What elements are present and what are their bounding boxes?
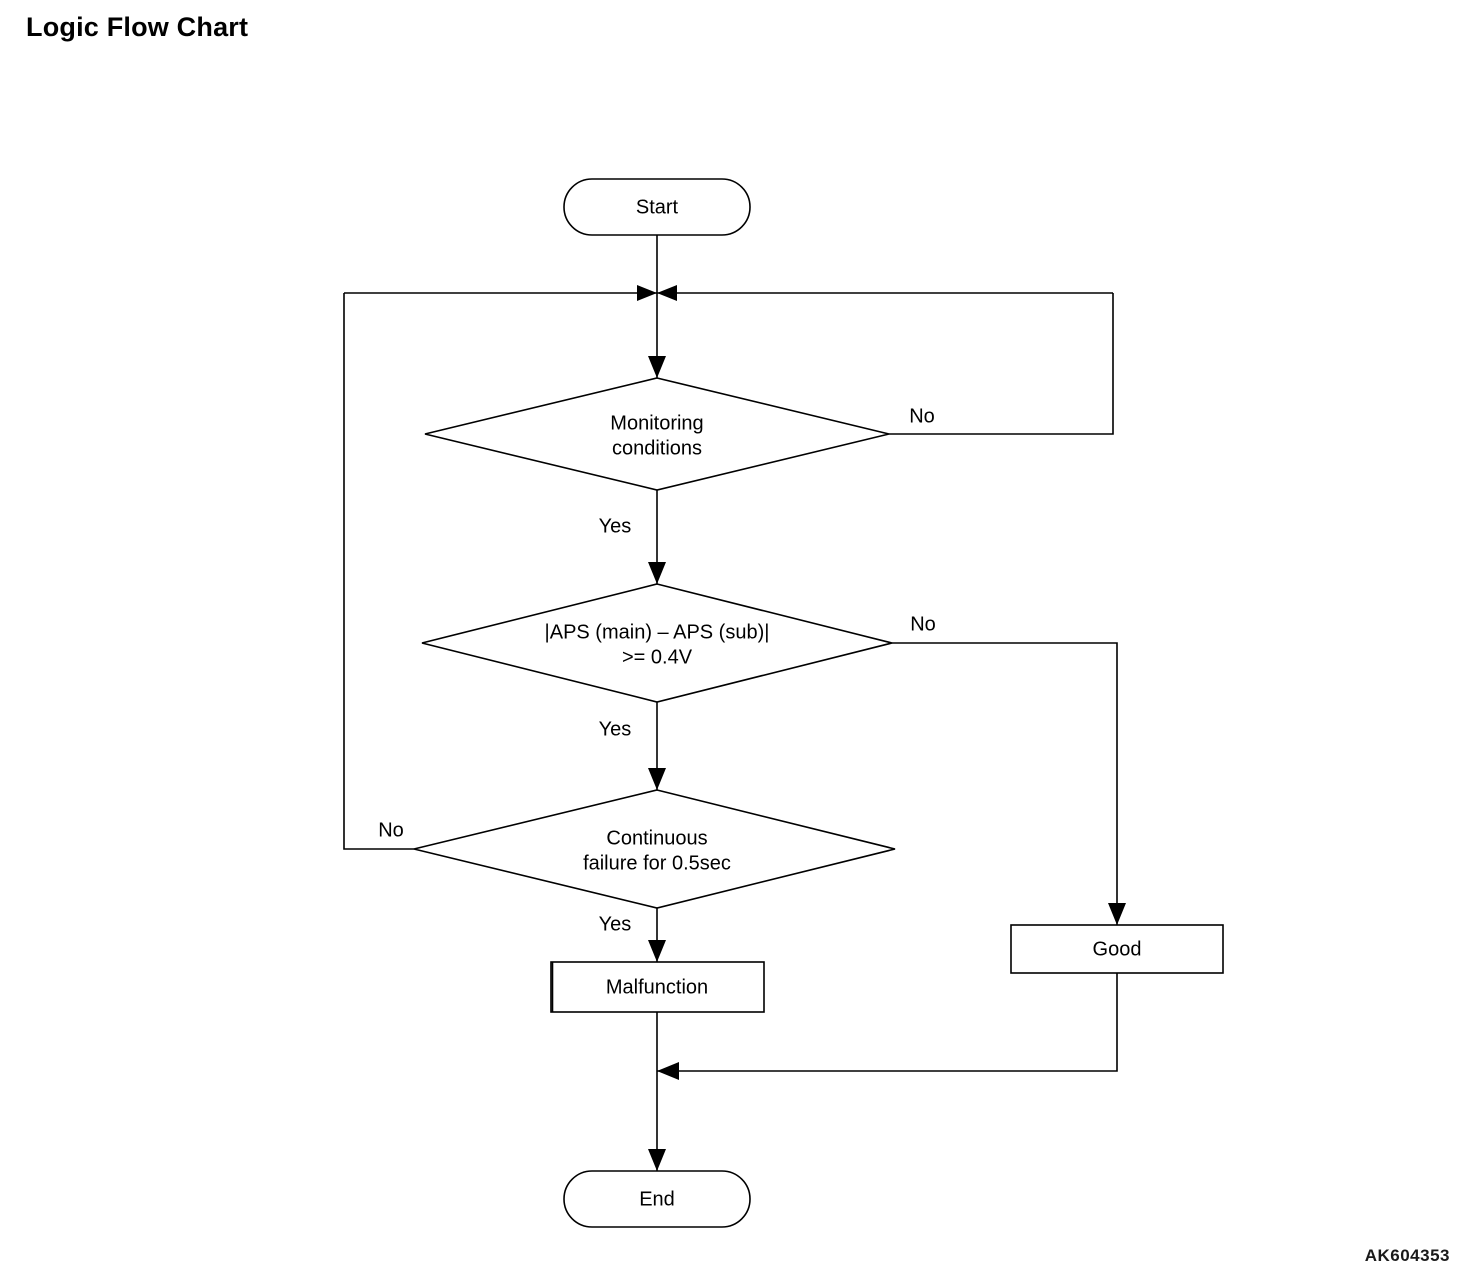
edge-continuous-no xyxy=(343,293,414,850)
node-start[interactable]: Start xyxy=(563,178,751,236)
loopback-merge-bar xyxy=(344,285,1113,301)
aps-label-line2: >= 0.4V xyxy=(622,646,693,668)
node-end[interactable]: End xyxy=(563,1170,751,1228)
arrowhead-to-good xyxy=(1108,903,1126,925)
monitoring-shape xyxy=(424,377,890,491)
edge-label-monitoring-yes: Yes xyxy=(599,515,632,537)
good-shape xyxy=(1010,924,1224,974)
edge-monitoring-no xyxy=(889,293,1114,435)
monitoring-label-line2: conditions xyxy=(612,437,702,459)
monitoring-label-line1: Monitoring xyxy=(610,412,703,434)
continuous-label-line2: failure for 0.5sec xyxy=(583,852,731,874)
start-shape xyxy=(563,178,751,236)
end-shape xyxy=(563,1170,751,1228)
edge-monitoring-yes xyxy=(648,490,666,584)
aps-label-line1: |APS (main) – APS (sub)| xyxy=(545,621,770,643)
aps-shape xyxy=(421,583,893,703)
edge-label-continuous-no: No xyxy=(378,819,404,841)
arrowhead-to-end xyxy=(648,1149,666,1171)
continuous-shape xyxy=(413,789,896,909)
node-monitoring-conditions[interactable]: Monitoring conditions xyxy=(424,377,890,491)
edge-label-aps-no: No xyxy=(910,613,936,635)
node-good[interactable]: Good xyxy=(1010,924,1224,974)
edge-merge-to-monitoring xyxy=(648,356,666,378)
node-aps-comparison[interactable]: |APS (main) – APS (sub)| >= 0.4V xyxy=(421,583,893,703)
malfunction-label: Malfunction xyxy=(606,976,708,998)
start-label: Start xyxy=(636,196,679,218)
arrowhead-merge-left xyxy=(657,285,677,301)
good-label: Good xyxy=(1093,938,1142,960)
edge-label-continuous-yes: Yes xyxy=(599,913,632,935)
figure-reference-code: AK604353 xyxy=(1364,1246,1450,1265)
malfunction-shape xyxy=(550,961,765,1013)
arrowhead-merge-right xyxy=(637,285,657,301)
node-malfunction[interactable]: Malfunction xyxy=(550,961,765,1013)
arrowhead-to-continuous xyxy=(648,768,666,790)
node-continuous-failure[interactable]: Continuous failure for 0.5sec xyxy=(413,789,896,909)
edge-good-to-trunk xyxy=(657,973,1118,1080)
continuous-label-line1: Continuous xyxy=(606,827,707,849)
edge-aps-no xyxy=(892,642,1126,925)
edge-label-aps-yes: Yes xyxy=(599,718,632,740)
arrowhead-to-aps xyxy=(648,562,666,584)
edge-continuous-yes xyxy=(648,908,666,962)
end-label: End xyxy=(639,1188,675,1210)
page-title: Logic Flow Chart xyxy=(26,12,249,42)
edge-malfunction-to-end xyxy=(648,1012,666,1171)
arrowhead-good-merge xyxy=(657,1062,679,1080)
arrowhead-to-monitoring xyxy=(648,356,666,378)
arrowhead-to-malfunction xyxy=(648,940,666,962)
edge-aps-yes xyxy=(648,702,666,790)
edge-label-monitoring-no: No xyxy=(909,405,935,427)
